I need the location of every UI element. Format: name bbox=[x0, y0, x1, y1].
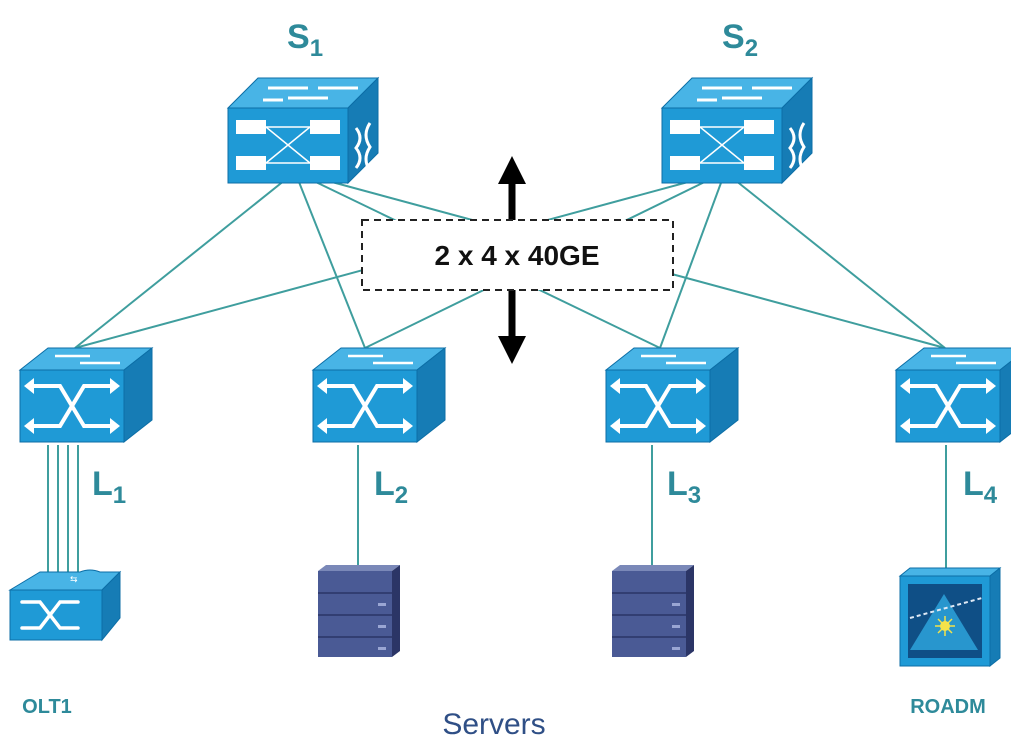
link-s1-l2 bbox=[294, 171, 366, 349]
leaf-switch-3 bbox=[604, 346, 740, 444]
roadm-device bbox=[898, 566, 1002, 668]
spine-2-label: S2 bbox=[722, 18, 758, 62]
leaf-1-subscript: 1 bbox=[113, 482, 126, 509]
leaf-3-letter: L bbox=[667, 465, 688, 503]
leaf-endpoint-links bbox=[47, 445, 947, 572]
svg-text:L2: L2 bbox=[374, 465, 408, 509]
leaf-4-label: L4 bbox=[963, 465, 998, 509]
link-s1-l1 bbox=[74, 171, 296, 349]
svg-text:L1: L1 bbox=[92, 465, 126, 509]
leaf-2-letter: L bbox=[374, 465, 395, 503]
leaf-3-label: L3 bbox=[667, 465, 701, 509]
svg-text:L4: L4 bbox=[963, 465, 998, 509]
spine-1-subscript: 1 bbox=[310, 35, 323, 62]
leaf-4-subscript: 4 bbox=[984, 482, 998, 509]
roadm-label: ROADM bbox=[910, 696, 986, 718]
leaf-4-letter: L bbox=[963, 465, 984, 503]
spine-1-letter: S bbox=[287, 18, 310, 56]
svg-text:L3: L3 bbox=[667, 465, 701, 509]
spine-2-letter: S bbox=[722, 18, 745, 56]
spine-1-label: S1 bbox=[287, 18, 323, 62]
leaf-2-label: L2 bbox=[374, 465, 408, 509]
link-capacity-label: 2 x 4 x 40GE bbox=[434, 240, 599, 271]
leaf-1-label: L1 bbox=[92, 465, 126, 509]
spine-2-subscript: 2 bbox=[745, 35, 758, 62]
leaf-switch-2 bbox=[311, 346, 447, 444]
olt-device: ⇆ bbox=[8, 569, 122, 642]
link-s2-l4 bbox=[724, 171, 946, 349]
leaf-3-subscript: 3 bbox=[688, 482, 701, 509]
svg-text:S1: S1 bbox=[287, 18, 323, 62]
servers-label: Servers bbox=[442, 708, 545, 741]
link-s2-l3 bbox=[659, 171, 726, 349]
leaf-switch-1 bbox=[18, 346, 154, 444]
server-1 bbox=[318, 565, 400, 657]
svg-text:S2: S2 bbox=[722, 18, 758, 62]
server-2 bbox=[612, 565, 694, 657]
svg-text:⇆: ⇆ bbox=[70, 574, 78, 584]
leaf-1-letter: L bbox=[92, 465, 113, 503]
spine-switch-2 bbox=[660, 76, 814, 185]
olt-label: OLT1 bbox=[22, 696, 72, 718]
leaf-2-subscript: 2 bbox=[395, 482, 408, 509]
leaf-switch-4 bbox=[894, 347, 1011, 444]
spine-switch-1 bbox=[226, 76, 380, 185]
link-capacity-box bbox=[361, 219, 674, 291]
